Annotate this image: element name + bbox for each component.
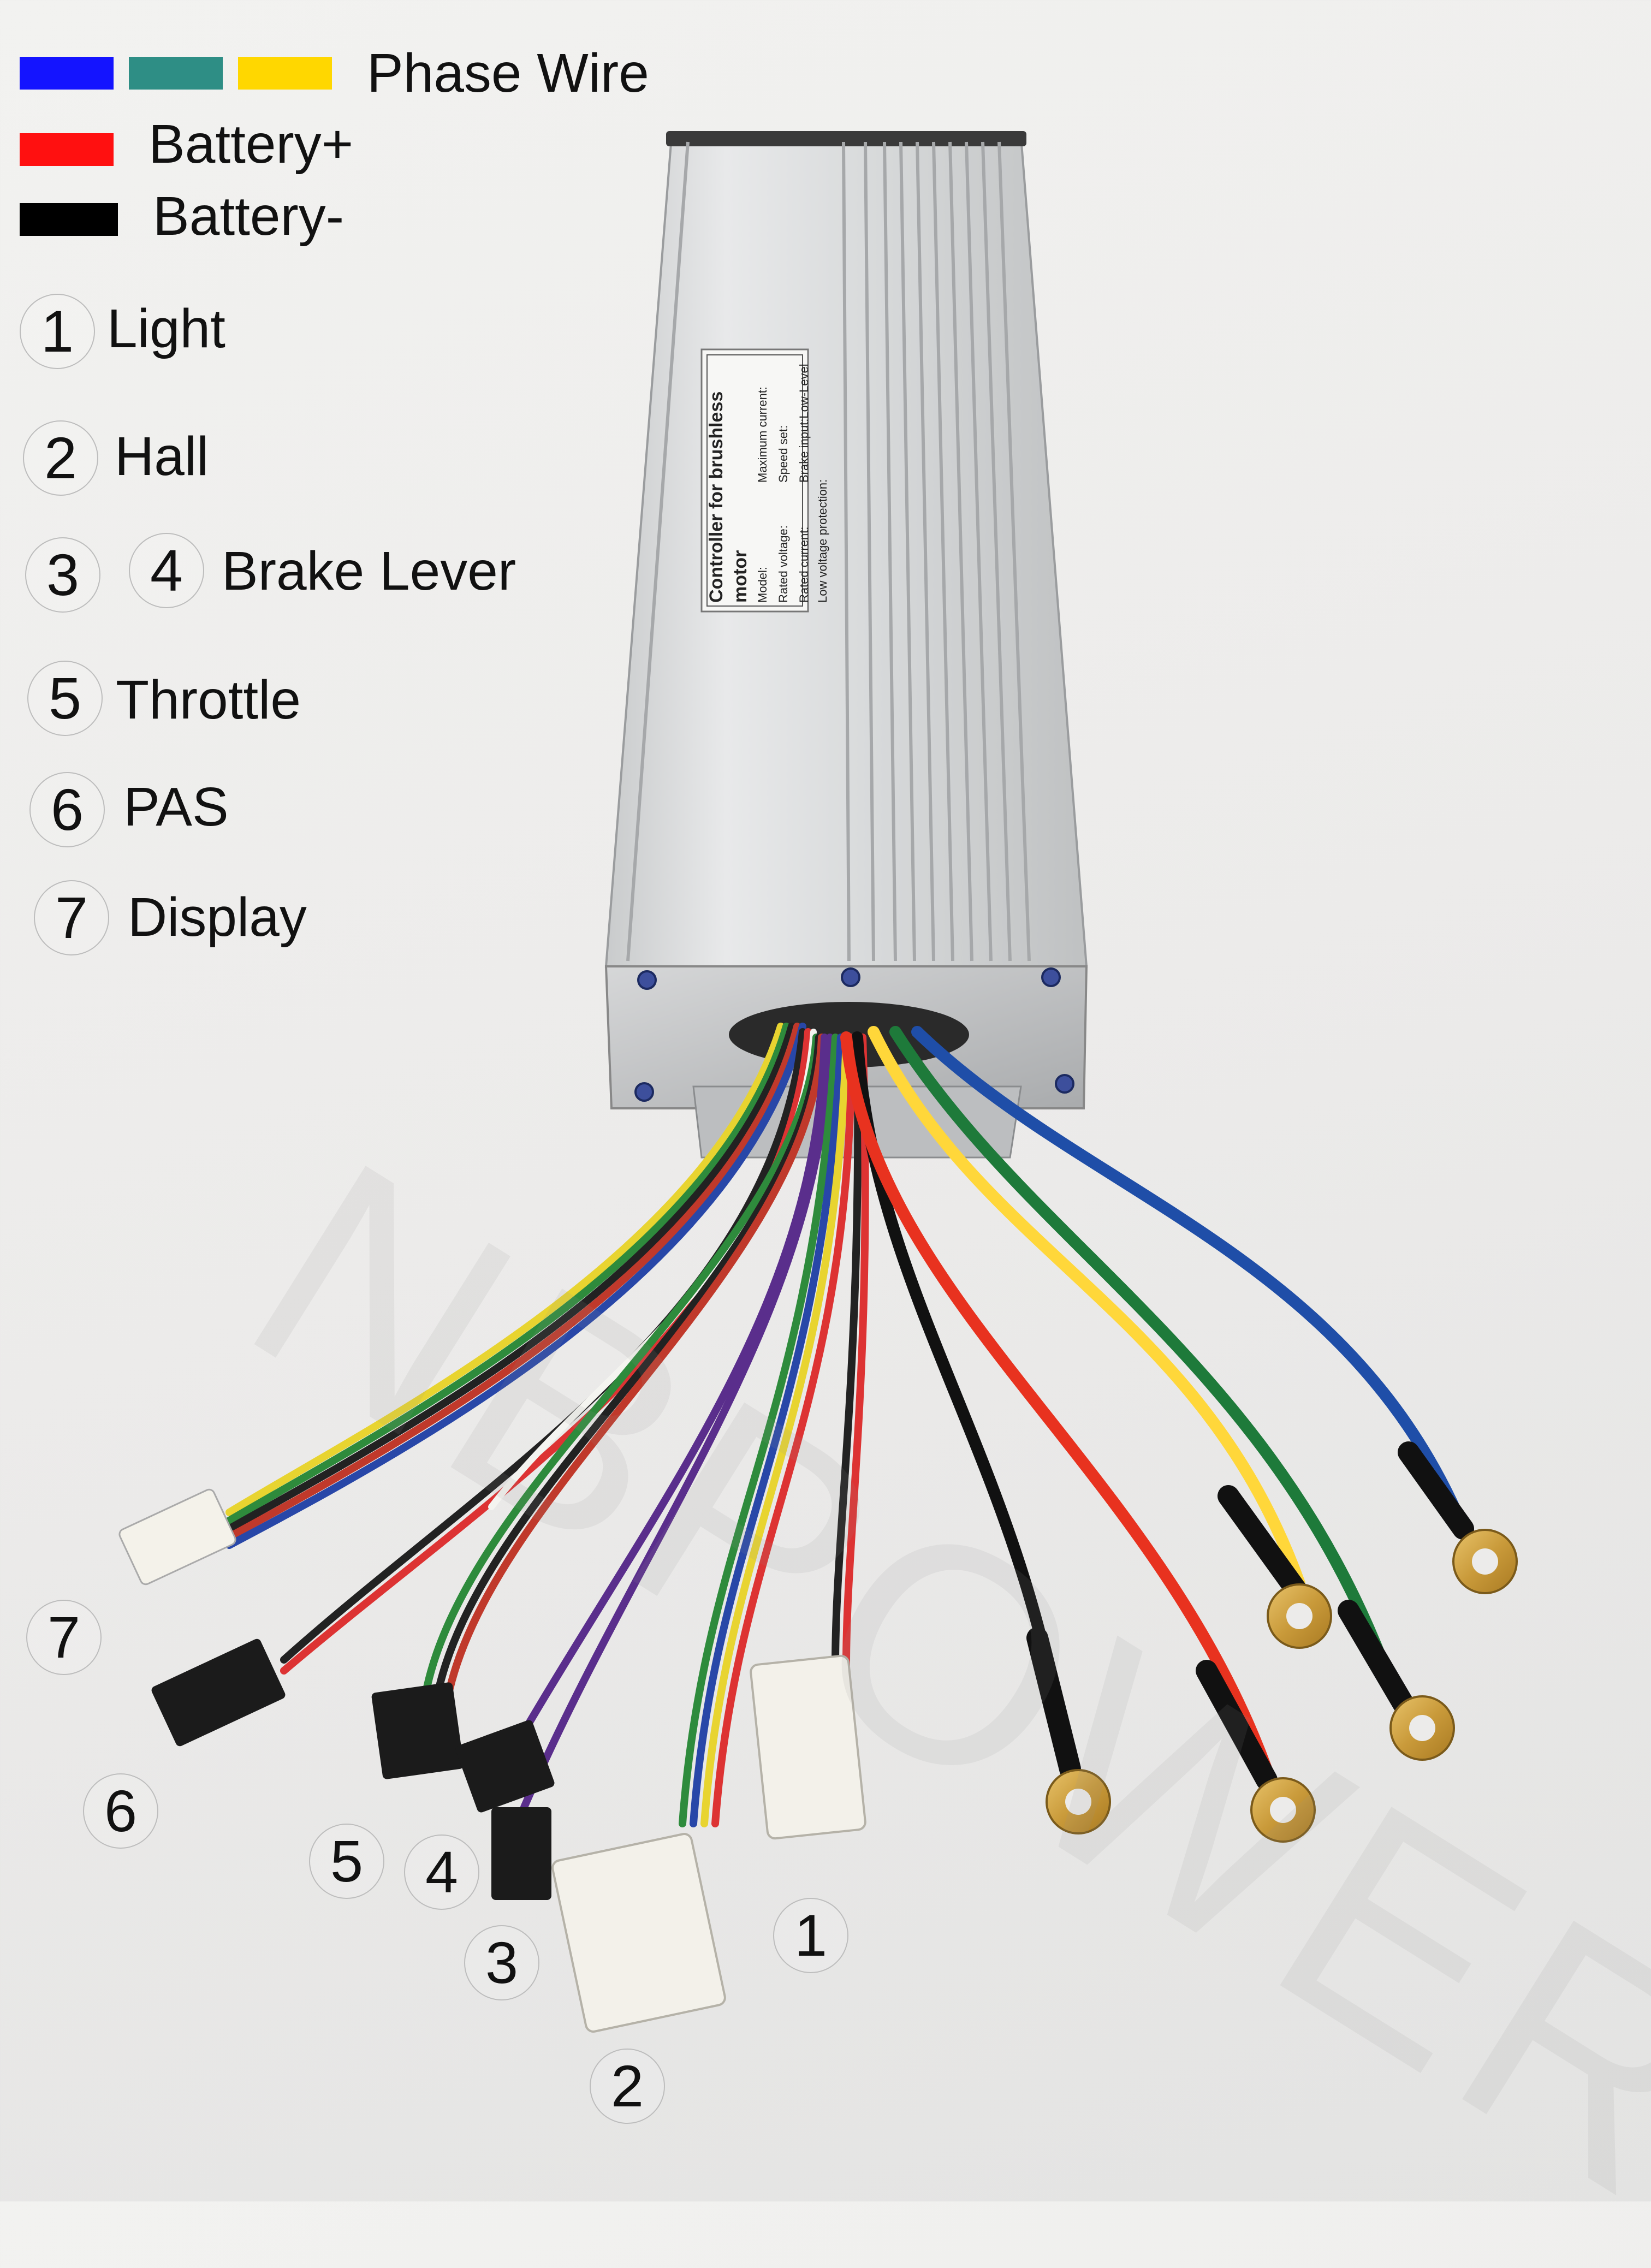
label-max-current: Maximum current: [756, 386, 769, 483]
label-rated-current: Rated current: [797, 526, 811, 603]
list-label-hall: Hall [115, 426, 209, 487]
callout-1: 1 [773, 1898, 848, 1973]
phase-swatch-teal [129, 57, 223, 90]
list-num-7: 7 [34, 880, 109, 955]
list-num-5: 5 [27, 661, 103, 736]
callout-4: 4 [404, 1834, 479, 1910]
battery-pos-swatch [20, 133, 114, 166]
product-label [700, 348, 809, 613]
connectors [118, 1488, 866, 2033]
battery-neg-label: Battery- [153, 186, 345, 247]
product-label-title: Controller for brushless motor [706, 391, 751, 603]
list-label-display: Display [128, 887, 307, 948]
list-num-3: 3 [25, 537, 100, 613]
callout-3: 3 [464, 1925, 539, 2000]
controller-photo [118, 131, 1518, 2033]
callout-2: 2 [590, 2049, 665, 2124]
list-label-throttle: Throttle [116, 669, 301, 731]
phase-wire-label: Phase Wire [367, 43, 649, 104]
list-label-pas: PAS [123, 776, 229, 838]
phase-swatch-yellow [238, 57, 332, 90]
label-brake-input: Brake input:Low-Level [797, 364, 811, 483]
battery-pos-label: Battery+ [149, 114, 354, 175]
controller-body [604, 131, 1088, 1159]
callout-7: 7 [26, 1600, 102, 1675]
label-low-voltage: Low voltage protection: [816, 479, 829, 603]
label-model: Model: [756, 566, 769, 603]
callout-6: 6 [83, 1773, 158, 1849]
list-num-1: 1 [20, 294, 95, 369]
product-label-text: Controller for brushless motor Model: Ra… [704, 356, 829, 607]
label-rated-voltage: Rated voltage: [776, 525, 790, 603]
phase-swatch-blue [20, 57, 114, 90]
list-label-brake-lever: Brake Lever [222, 541, 516, 602]
list-num-6: 6 [29, 772, 105, 847]
callout-5: 5 [309, 1824, 384, 1899]
label-speed-set: Speed set: [776, 425, 790, 483]
list-num-2: 2 [23, 420, 98, 496]
list-num-4: 4 [129, 533, 204, 608]
list-label-light: Light [107, 298, 225, 359]
battery-neg-swatch [20, 203, 118, 236]
ring-terminals [1026, 1441, 1518, 1843]
wire-harness [225, 1023, 1480, 1827]
photo-stage: NBPOWER Phase Wire Battery+ Battery- 1 L… [20, 43, 1651, 2264]
